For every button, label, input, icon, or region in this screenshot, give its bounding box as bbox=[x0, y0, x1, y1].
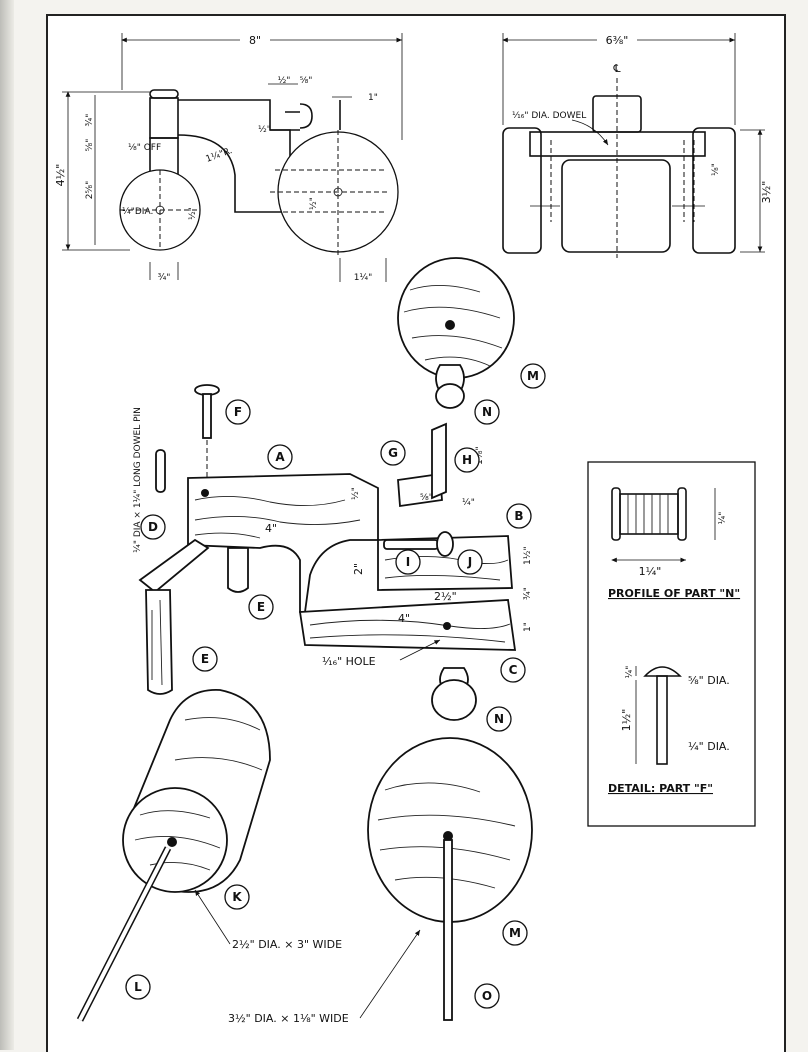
label-g: G bbox=[388, 446, 398, 460]
part-f-head-height: ¼" bbox=[625, 666, 635, 679]
side-rear-wheel bbox=[561, 159, 671, 253]
label-m-lower: M bbox=[509, 926, 521, 940]
front-height-total-dim: 4½" bbox=[54, 164, 67, 187]
label-l: L bbox=[134, 980, 142, 994]
side-width-dim: 6⅜" bbox=[606, 34, 629, 47]
profile-caption: PROFILE OF PART "N" bbox=[608, 587, 740, 600]
front-dim-5-8-b: ⅝" bbox=[300, 76, 313, 86]
part-n-profile bbox=[677, 487, 687, 541]
label-o: O bbox=[482, 989, 492, 1003]
label-m-upper: M bbox=[527, 369, 539, 383]
side-dim-1-8: ⅛" bbox=[711, 163, 721, 176]
front-dim-2-5-8: 2⅝" bbox=[85, 181, 95, 200]
label-e-front: E bbox=[201, 652, 209, 666]
part-g-block bbox=[397, 472, 443, 508]
label-j: J bbox=[467, 555, 472, 569]
part-h-plate bbox=[431, 422, 447, 500]
side-body-block bbox=[529, 131, 706, 157]
part-n-height-dim: ¼" bbox=[718, 512, 728, 525]
front-dim-3-4: ¾" bbox=[85, 114, 95, 127]
part-o-dowel bbox=[443, 839, 453, 1021]
label-k: K bbox=[232, 890, 242, 904]
front-wheel-dia-dim: ¼"DIA. bbox=[122, 207, 153, 217]
part-b-height-dim: 1½" bbox=[523, 546, 533, 565]
part-c-height-dim: 1" bbox=[523, 622, 533, 632]
side-dowel-note: ⅟₁₆" DIA. DOWEL bbox=[512, 111, 586, 121]
front-dim-half-d: ½" bbox=[309, 197, 319, 210]
part-h-width-dim: ¼" bbox=[462, 498, 475, 508]
label-h: H bbox=[462, 453, 472, 467]
detail-box: 1¼" ¼" PROFILE OF PART "N" ¼" ⅝" DIA. 1½… bbox=[587, 461, 756, 827]
label-b: B bbox=[514, 509, 523, 523]
detail-box-frame bbox=[587, 461, 756, 827]
front-post-upper bbox=[149, 97, 179, 139]
detail-caption: DETAIL: PART "F" bbox=[608, 782, 713, 795]
upper-peg-n bbox=[435, 383, 465, 409]
part-g-dim: ⅝" bbox=[420, 493, 433, 503]
side-left-roller bbox=[502, 127, 542, 254]
label-i: I bbox=[406, 555, 410, 569]
part-h-height-dim: 1⅛" bbox=[475, 446, 485, 465]
part-a-height-dim: 2" bbox=[352, 563, 365, 575]
label-d: D bbox=[148, 520, 158, 534]
part-f-shank bbox=[656, 675, 668, 765]
part-d-crossbar bbox=[138, 538, 210, 594]
part-c-base bbox=[298, 599, 517, 651]
upper-rear-wheel bbox=[397, 257, 515, 379]
page-binding-shadow bbox=[0, 0, 14, 1050]
front-dim-3-4-bottom: ¾" bbox=[158, 273, 171, 283]
label-n-upper: N bbox=[482, 405, 492, 419]
side-height-dim: 3½" bbox=[760, 181, 773, 204]
part-e-leg-front bbox=[145, 589, 173, 695]
label-e-rear: E bbox=[257, 600, 265, 614]
part-e-leg-rear bbox=[227, 547, 249, 593]
front-dim-half-b: ½" bbox=[258, 125, 271, 135]
part-a-len-dim: 4" bbox=[265, 522, 277, 535]
part-c-len-dim: 4" bbox=[398, 612, 410, 625]
label-f: F bbox=[234, 405, 242, 419]
part-n-width-dim: 1¼" bbox=[639, 565, 662, 578]
part-j-washer bbox=[436, 531, 454, 557]
exploded-assembly: ¼" DIA × 1¼" LONG DOWEL PIN 4" ½" 2" 2½"… bbox=[76, 257, 546, 1025]
label-a: A bbox=[275, 450, 285, 464]
label-n-lower: N bbox=[494, 712, 504, 726]
lower-peg-n bbox=[431, 679, 477, 721]
front-elevation-view: 8" 4½" ¾" ⅝" 2⅝" ½" ⅝" 1" ½" ⅛" OFF 1¼"R… bbox=[54, 32, 403, 283]
part-a-body bbox=[187, 473, 379, 613]
front-dim-half-a: ½" bbox=[278, 76, 291, 86]
front-dim-off: ⅛" OFF bbox=[128, 143, 161, 153]
part-f-length: 1½" bbox=[620, 709, 633, 732]
part-f-peg bbox=[202, 393, 212, 439]
part-a-top-dim: ½" bbox=[351, 487, 361, 500]
part-f-shank-dia: ¼" DIA. bbox=[688, 740, 730, 753]
part-callouts: M N F A G H B D I J E E C N K M L O bbox=[125, 363, 546, 1009]
wheel-note: 3½" DIA. × 1⅛" WIDE bbox=[228, 1012, 349, 1025]
dowel-pin-note: ¼" DIA × 1¼" LONG DOWEL PIN bbox=[133, 407, 143, 553]
front-dim-1-4-bottom: 1¼" bbox=[354, 273, 373, 283]
label-c: C bbox=[509, 663, 518, 677]
part-i-axle bbox=[383, 539, 439, 550]
centerline-symbol: ℄ bbox=[612, 62, 620, 75]
front-dim-radius: 1¼"R. bbox=[205, 146, 234, 165]
front-dim-half-c: ½" bbox=[188, 207, 198, 220]
part-b-len-dim: 2½" bbox=[434, 590, 457, 603]
front-dim-5-8: ⅝" bbox=[85, 139, 95, 152]
front-dim-1-top: 1" bbox=[368, 93, 378, 103]
part-f-head bbox=[643, 666, 682, 677]
part-bc-dim: ¾" bbox=[523, 587, 533, 600]
side-right-roller bbox=[692, 127, 736, 254]
hole-note: ⅟₁₆" HOLE bbox=[322, 655, 376, 668]
part-f-head-dia: ⅝" DIA. bbox=[688, 674, 730, 687]
side-elevation-view: 6⅜" ℄ ⅟₁₆" DIA. DOWEL ⅛" 3½" bbox=[502, 32, 773, 258]
roller-note: 2½" DIA. × 3" WIDE bbox=[232, 938, 342, 951]
dowel-pin bbox=[155, 449, 166, 493]
front-width-dim: 8" bbox=[249, 34, 261, 47]
